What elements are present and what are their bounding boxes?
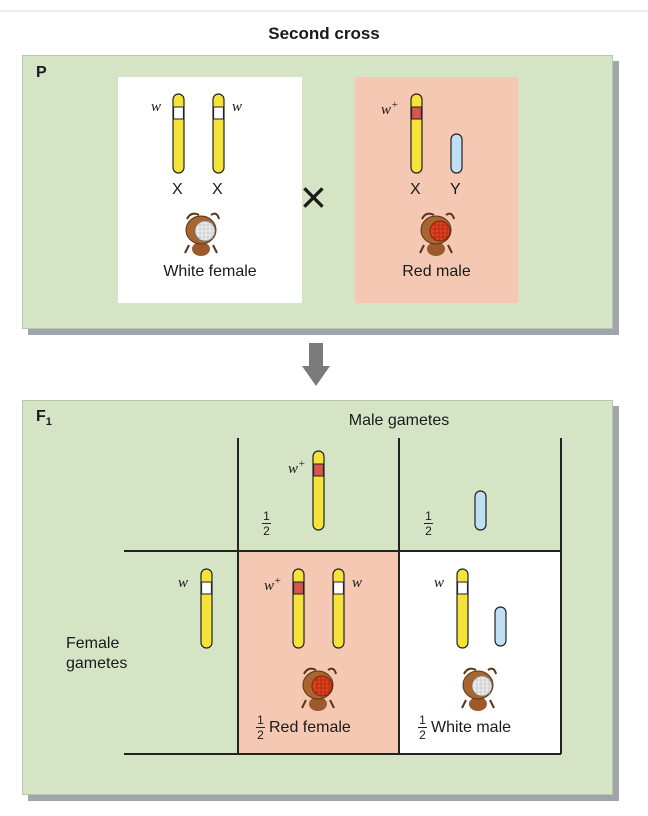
red-male-caption: Red male (402, 263, 471, 280)
allele-label: w (232, 99, 243, 115)
white-female-caption: White female (163, 263, 257, 280)
x-chromosome (172, 93, 185, 174)
allele-label: w+ (288, 458, 306, 477)
y-label: Y (450, 181, 461, 198)
red-eyed-fly-icon (301, 667, 337, 712)
red-male-box (355, 77, 518, 303)
y-chromosome (494, 606, 507, 647)
allele-label: w (352, 575, 363, 591)
male-gametes-label: Male gametes (348, 412, 450, 429)
grid-line (124, 753, 561, 755)
parental-label: P (36, 64, 47, 81)
allele-label: w (151, 99, 162, 115)
down-arrow-icon (302, 366, 330, 386)
x-chromosome (200, 568, 213, 649)
allele-label: w (178, 575, 189, 591)
allele-label: w+ (381, 99, 399, 118)
x-chromosome (332, 568, 345, 649)
allele-label: w (434, 575, 445, 591)
x-chromosome (292, 568, 305, 649)
grid-line (398, 438, 400, 754)
red-female-cell (238, 551, 399, 753)
y-chromosome (474, 490, 487, 531)
y-chromosome (450, 133, 463, 174)
white-female-box (118, 77, 302, 303)
f1-label: F1 (36, 408, 52, 429)
x-label: X (212, 181, 223, 198)
cross-symbol: × (300, 171, 327, 223)
grid-line (237, 438, 239, 754)
x-label: X (172, 181, 183, 198)
x-chromosome (212, 93, 225, 174)
white-eyed-fly-icon (461, 667, 497, 712)
x-chromosome (410, 93, 423, 174)
diagram-title: Second cross (268, 24, 380, 43)
grid-line (560, 438, 562, 754)
grid-line (124, 550, 561, 552)
white-eyed-fly-icon (184, 212, 220, 257)
x-label: X (410, 181, 421, 198)
red-eyed-fly-icon (419, 212, 455, 257)
x-chromosome (312, 450, 325, 531)
down-arrow-icon (309, 343, 323, 367)
allele-label: w+ (264, 575, 282, 594)
x-chromosome (456, 568, 469, 649)
top-rule (0, 10, 648, 12)
white-male-cell (399, 551, 561, 753)
